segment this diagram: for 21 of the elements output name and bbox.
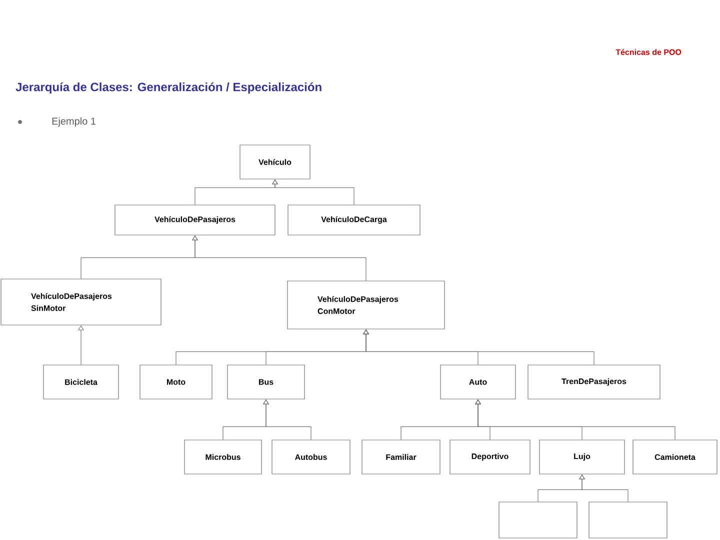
class-box: VehículoDePasajeros [114,204,276,236]
class-box: VehículoDePasajeros SinMotor [0,278,162,326]
bullet-text: Ejemplo 1 [52,117,96,127]
class-box: Bus [227,364,305,400]
header-note: Técnicas de POO [616,49,682,55]
class-box: Autobus [272,440,350,474]
empty-box [498,502,578,538]
class-box: Lujo [539,440,625,474]
class-box: VehículoDeCarga [288,204,420,236]
class-box: Camioneta [632,440,718,474]
empty-box [588,502,668,538]
class-box: Auto [440,364,516,400]
class-box: Bicicleta [43,364,119,400]
class-box: Moto [140,364,212,400]
slide-title: Jerarquía de Clases: Generalización / Especialización [16,82,322,94]
class-box: Microbus [184,440,262,474]
class-box: TrenDePasajeros [528,364,660,400]
class-box: Deportivo [450,440,530,474]
class-box: VehículoDePasajeros ConMotor [287,280,445,330]
class-box: Familiar [362,440,440,474]
class-box: Vehículo [240,144,310,180]
